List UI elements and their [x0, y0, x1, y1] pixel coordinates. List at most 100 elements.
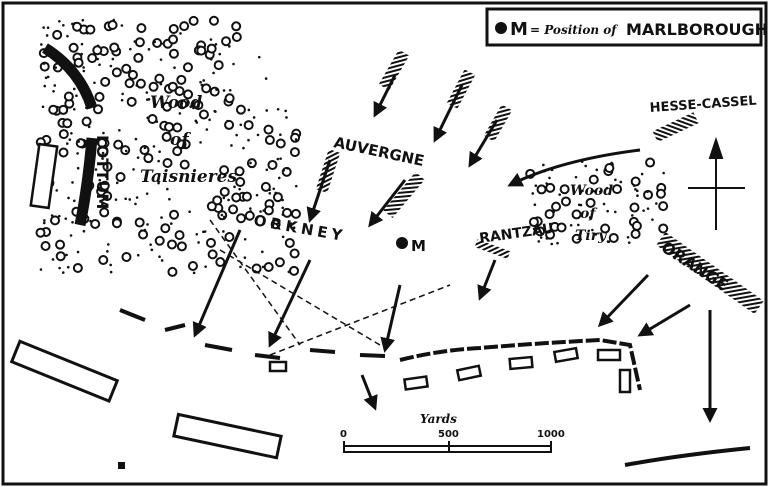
- tree-mark: [115, 171, 126, 182]
- tree-mark: [206, 201, 217, 212]
- tree-mark: [164, 121, 175, 132]
- tree-mark: [94, 91, 105, 102]
- tree-mark: [124, 149, 128, 153]
- tree-mark: [612, 184, 623, 195]
- tree-mark: [199, 80, 202, 84]
- tree-mark: [68, 138, 72, 141]
- tree-mark: [247, 108, 251, 112]
- tree-mark: [157, 181, 160, 185]
- tree-mark: [82, 229, 86, 233]
- wood-tiry-trees: [525, 157, 669, 246]
- tree-mark: [58, 19, 61, 23]
- tree-mark: [234, 166, 245, 177]
- tree-mark: [80, 42, 84, 46]
- tree-mark: [276, 157, 280, 161]
- tree-mark: [105, 175, 108, 179]
- tree-mark: [146, 223, 149, 226]
- tree-mark: [172, 146, 183, 157]
- scale-bar: Yards 0 500 1000: [340, 412, 565, 453]
- tree-mark: [231, 32, 242, 43]
- tree-mark: [136, 156, 140, 159]
- tree-mark: [192, 271, 196, 275]
- tree-mark: [143, 228, 147, 232]
- tree-mark: [584, 164, 588, 168]
- tree-mark: [107, 19, 118, 30]
- tree-mark: [212, 195, 223, 206]
- tree-mark: [53, 84, 57, 87]
- allied-front-marks: [119, 308, 751, 467]
- tree-mark: [106, 250, 109, 253]
- tree-mark: [143, 146, 147, 150]
- tree-mark: [662, 171, 665, 175]
- tree-mark: [55, 251, 66, 262]
- tree-mark: [182, 62, 193, 73]
- tree-mark: [67, 196, 70, 200]
- tree-mark: [147, 113, 158, 124]
- tree-mark: [43, 84, 47, 88]
- tree-mark: [178, 112, 182, 115]
- tree-mark: [167, 131, 171, 135]
- tree-mark: [70, 131, 73, 135]
- tree-mark: [39, 268, 43, 271]
- auvergne-label: AUVERGNE: [332, 133, 426, 170]
- tree-mark: [629, 202, 640, 213]
- tree-mark: [72, 199, 76, 203]
- tree-mark: [539, 236, 543, 239]
- tree-mark: [533, 203, 537, 206]
- tree-mark: [536, 184, 547, 195]
- tree-mark: [71, 220, 74, 224]
- tree-mark: [102, 131, 105, 135]
- tree-mark: [196, 45, 207, 56]
- tree-mark: [202, 79, 205, 82]
- tree-mark: [574, 175, 578, 179]
- tree-mark: [46, 75, 50, 79]
- tree-mark: [143, 153, 154, 164]
- tree-mark: [115, 181, 119, 185]
- tree-mark: [594, 233, 598, 236]
- tree-mark: [41, 105, 45, 109]
- tree-mark: [135, 196, 139, 199]
- tree-mark: [134, 37, 145, 48]
- tree-mark: [265, 168, 269, 172]
- tree-mark: [282, 207, 293, 218]
- tree-mark: [65, 142, 69, 145]
- tree-mark: [289, 265, 300, 276]
- legend-symbol: M: [510, 19, 528, 40]
- tree-mark: [259, 210, 262, 213]
- tree-mark: [66, 265, 70, 269]
- tree-mark: [215, 88, 218, 91]
- tree-mark: [44, 76, 48, 80]
- tree-mark: [66, 34, 69, 38]
- tree-mark: [255, 193, 259, 197]
- movement-dashes: [209, 219, 451, 356]
- wood-taisnieres-label: Wood of Taisnieres: [140, 93, 237, 187]
- tree-mark: [193, 100, 204, 111]
- tree-mark: [213, 60, 224, 71]
- tree-mark: [51, 258, 55, 261]
- tree-mark: [208, 118, 211, 122]
- tree-mark: [134, 202, 137, 206]
- tree-mark: [646, 190, 649, 194]
- tree-mark: [64, 217, 68, 220]
- hesse-cassel-label: HESSE-CASSEL: [649, 94, 757, 116]
- tree-mark: [72, 21, 83, 32]
- tree-mark: [176, 139, 187, 150]
- tree-mark: [290, 208, 301, 219]
- tree-mark: [244, 210, 255, 221]
- tree-mark: [588, 174, 599, 185]
- tree-mark: [577, 223, 580, 227]
- tree-mark: [200, 83, 204, 87]
- tree-mark: [535, 226, 546, 237]
- tree-mark: [129, 47, 132, 51]
- tree-mark: [121, 92, 124, 96]
- tree-mark: [121, 63, 132, 74]
- tree-mark: [170, 222, 173, 225]
- tree-mark: [256, 133, 260, 137]
- tree-mark: [221, 36, 232, 47]
- tree-mark: [177, 99, 188, 110]
- tree-mark: [627, 241, 631, 244]
- tree-mark: [241, 191, 252, 202]
